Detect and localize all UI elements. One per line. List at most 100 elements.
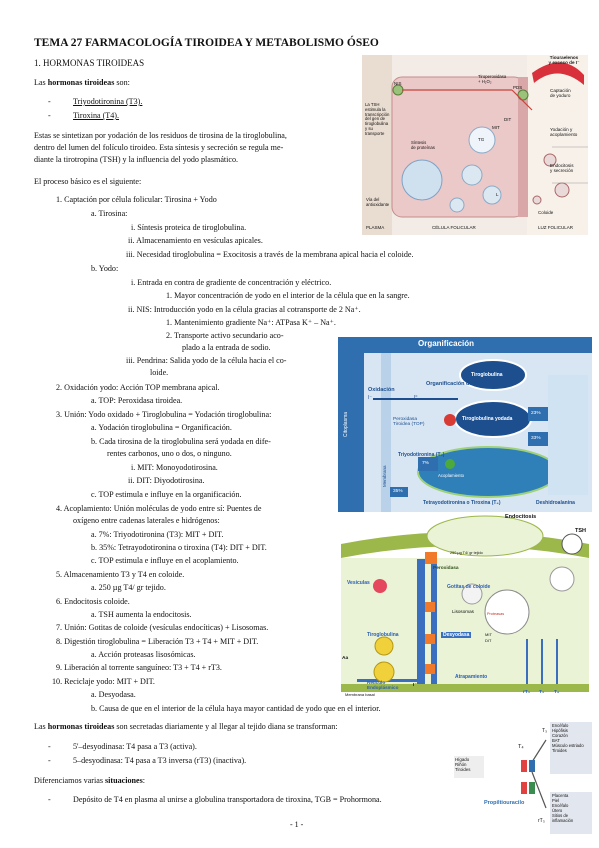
top-tissue-label: Encéfalo Hipófisis Corazón BAT Músculo e… xyxy=(552,723,584,753)
enzyme-icon xyxy=(445,459,455,469)
tsh-label: TSH xyxy=(575,528,586,534)
t4-label: T₄ xyxy=(518,744,524,750)
step-text: 3. Unión: Yodo oxidado + Tiroglobulina =… xyxy=(56,410,272,419)
deiodinase-item: 5'–desyodinasa: T4 pasa a T3 (activa). xyxy=(73,742,197,751)
synthesis-line: diante la tirotropina (TSH) y la influen… xyxy=(34,155,239,164)
acoplamiento-label: Acoplamiento xyxy=(438,473,465,478)
tg-molecule xyxy=(532,195,542,205)
desyodasa-label: Desyodasa xyxy=(441,632,472,638)
bottom-tissue-label: Placenta Piel Encéfalo Útero Sitios de i… xyxy=(552,793,574,823)
apical-membrane xyxy=(518,77,528,217)
yodacion-label: Yodación y acoplamiento xyxy=(550,127,578,137)
step-text: oxígeno entre cadenas laterales e hidróg… xyxy=(73,516,220,525)
t4g-label: 250 µg T4/ gr tejido xyxy=(450,551,483,555)
step-text: iii. Pendrina: Salida yodo de la célula … xyxy=(126,356,287,365)
step-text: 8. Digestión tiroglobulina = Liberación … xyxy=(56,637,259,646)
secreted-line: Las hormonas tiroideas son secretadas di… xyxy=(34,722,338,731)
step-text: a. TSH aumenta la endocitosis. xyxy=(91,610,192,619)
synthesis-line: Estas se sintetizan por yodación de los … xyxy=(34,131,287,140)
t3-label: T₃ xyxy=(542,728,548,734)
reticulo-label: Retículo Endoplásmico xyxy=(367,680,399,690)
step-text: a. TOP: Peroxidasa tiroidea. xyxy=(91,396,183,405)
step-text: 2. Oxidación yodo: Acción TOP membrana a… xyxy=(56,383,220,392)
step-text: 1. Captación por célula folicular: Tiros… xyxy=(56,195,217,204)
iodide-marker xyxy=(425,664,435,674)
top-enzyme-icon xyxy=(444,414,456,426)
aa-label: Aa xyxy=(342,656,349,661)
liver-box xyxy=(454,756,484,778)
t4-label: T₄ xyxy=(554,690,560,695)
step-text: c. TOP estimula e influye en la organifi… xyxy=(91,490,242,499)
oxidacion-label: Oxidación xyxy=(368,387,395,393)
tg-molecule xyxy=(543,153,557,167)
step-text: 6. Endocitosis coloide. xyxy=(56,597,130,606)
vesicle-icon xyxy=(461,164,483,186)
step-text: a. Desyodasa. xyxy=(91,690,136,699)
organificacion-header xyxy=(338,337,592,353)
tiouracil-label: Tiouraelenos y exceso de I⁻ xyxy=(548,55,580,65)
step-text: b. Yodo: xyxy=(91,264,119,273)
mit-label: MIT xyxy=(492,125,500,130)
nis-label: NIS xyxy=(394,81,402,86)
enzyme-marker xyxy=(529,782,535,794)
proteasas-label: Proteasas xyxy=(487,612,505,616)
hormone-dash: - xyxy=(48,111,51,120)
enzyme-marker xyxy=(521,782,527,794)
tsh-note: La TSH estimula la transcripción del gen… xyxy=(365,102,390,136)
step-text: 1. Mantenimiento gradiente Na⁺: ATPasa K… xyxy=(166,318,336,327)
synthesis-line: dentro del lumen del folículo tiroideo. … xyxy=(34,143,284,152)
peroxidasa-label: Peroxidasa xyxy=(433,566,459,571)
top-label: Peroxidasa Tiroidea (TOP) xyxy=(393,417,425,428)
situation-dash: - xyxy=(48,795,51,804)
vesiculas-label: Vesículas xyxy=(347,580,370,586)
step-text: 5. Almacenamiento T3 y T4 en coloide. xyxy=(56,570,185,579)
hormone-item: Triyodotironina (T3). xyxy=(73,97,143,106)
step-text: 10. Reciclaje yodo: MIT + DIT. xyxy=(52,677,155,686)
citoplasma-band xyxy=(338,353,364,512)
dit-label: DIT xyxy=(504,117,512,122)
iodide-marker xyxy=(425,634,435,644)
deiodinase-item: 5–desyodinasa: T4 pasa a T3 inversa (rT3… xyxy=(73,756,247,765)
izero-label: I⁰ xyxy=(414,395,418,401)
tiroglobulina-label: Tiroglobulina xyxy=(367,632,399,638)
reticulo-icon xyxy=(373,661,395,683)
figure-desyodasas: Hígado Riñón Tiroides Propiltiouracilo T… xyxy=(454,720,592,838)
step-text: plado a la entrada de sodio. xyxy=(182,343,271,352)
sintesis-label: Síntesis de proteínas xyxy=(411,140,435,150)
figure-follicular-cell: Tiouraelenos y exceso de I⁻ Captación de… xyxy=(362,55,588,235)
step-text: loide. xyxy=(150,368,169,377)
step-text: 9. Liberación al torrente sanguíneo: T3 … xyxy=(56,663,222,672)
via-label: Vía del antioxidante xyxy=(366,197,390,207)
iodide-marker xyxy=(425,552,437,564)
plasma-label: PLASMA xyxy=(366,225,385,230)
captacion-label: Captación de yoduro xyxy=(550,88,571,98)
section-heading: 1. HORMONAS TIROIDEAS xyxy=(34,58,145,68)
tiroglobulina-node xyxy=(459,359,527,391)
liver-label: Hígado Riñón Tiroides xyxy=(455,757,471,772)
step-text: ii. NIS: Introducción yodo en la célula … xyxy=(128,305,361,314)
vesicle-icon xyxy=(482,185,502,205)
pct-23: 23% xyxy=(531,411,541,416)
gotitas-label: Gotitas de coloide xyxy=(447,584,491,590)
step-text: b. 35%: Tetrayodotironina o tiroxina (T4… xyxy=(91,543,267,552)
rt3-label: rT₃ xyxy=(523,690,531,695)
step-text: a. Acción proteasas lisosómicas. xyxy=(91,650,196,659)
situation-item: Depósito de T4 en plasma al unirse a glo… xyxy=(73,795,382,804)
enzyme-marker xyxy=(521,760,527,772)
t3-label: T₃ xyxy=(539,690,545,695)
step-text: iii. Necesidad tiroglobulina = Exocitosi… xyxy=(126,250,414,259)
colloid-droplet-icon xyxy=(468,126,496,154)
peroxidase-icon xyxy=(373,579,387,593)
vesicle-icon xyxy=(449,197,465,213)
iodide-transport-arrow xyxy=(417,559,425,684)
step-text: a. Yodación tiroglobulina = Organificaci… xyxy=(91,423,232,432)
step-text: ii. Almacenamiento en vesículas apicales… xyxy=(128,236,263,245)
tiouracil-arrow xyxy=(532,62,584,85)
figure-organificacion: Organificación Oxidación Organificación … xyxy=(338,337,592,512)
citoplasma-label: Citoplasma xyxy=(343,411,349,437)
step-text: a. Tirosina: xyxy=(91,209,128,218)
endocitosis-label: Endocitosis xyxy=(505,514,537,520)
step-text: a. 7%: Triyodotironina (T3): MIT + DIT. xyxy=(91,530,224,539)
tiroglobulina-yodada-label: Tiroglobulina yodada xyxy=(462,416,513,422)
step-text: 1. Mayor concentración de yodo en el int… xyxy=(166,291,410,300)
